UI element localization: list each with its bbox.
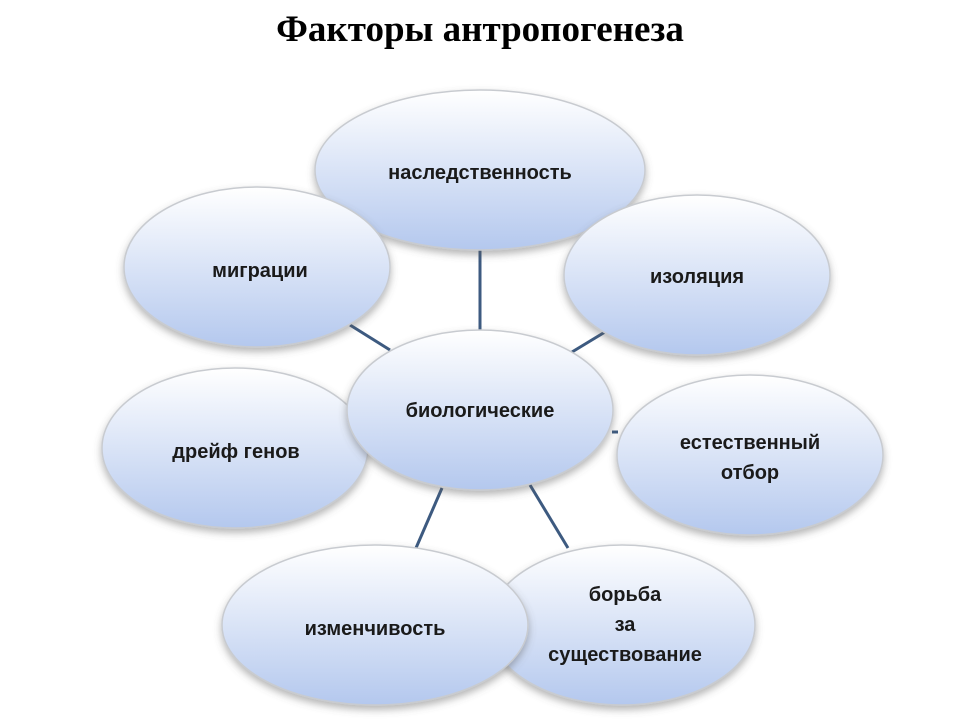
node-struggle-label-line-3: существование bbox=[548, 644, 702, 666]
node-isolation-ellipse bbox=[563, 194, 831, 356]
node-biological-center: биологические bbox=[346, 329, 614, 491]
node-natural-selection-label-line-1: естественный bbox=[680, 432, 820, 454]
node-gene-drift-label-line-1: дрейф генов bbox=[172, 441, 299, 463]
node-heredity-label-line-1: наследственность bbox=[388, 162, 572, 184]
slide-title: Факторы антропогенеза bbox=[276, 9, 684, 50]
node-struggle-label-line-1: борьба bbox=[589, 584, 662, 606]
node-migration-ellipse bbox=[123, 186, 391, 348]
connector-variability bbox=[414, 487, 444, 549]
node-struggle: борьба за существование bbox=[488, 544, 756, 706]
node-variability: изменчивость bbox=[221, 544, 529, 706]
node-natural-selection-ellipse bbox=[616, 374, 884, 536]
node-natural-selection-label-line-2: отбор bbox=[721, 462, 779, 484]
node-migration: миграции bbox=[123, 186, 391, 348]
node-variability-ellipse bbox=[221, 544, 529, 706]
node-isolation: изоляция bbox=[563, 194, 831, 356]
node-biological-center-ellipse bbox=[346, 329, 614, 491]
nodes: наследственность миграции изоляция дрейф ге… bbox=[101, 89, 884, 706]
node-isolation-label-line-1: изоляция bbox=[650, 266, 744, 288]
node-variability-label-line-1: изменчивость bbox=[305, 618, 446, 640]
node-heredity: наследственность bbox=[314, 89, 646, 251]
node-biological-center-label-line-1: биологические bbox=[406, 400, 555, 422]
node-migration-label-line-1: миграции bbox=[212, 260, 308, 282]
connectors bbox=[349, 250, 618, 549]
node-struggle-label-line-2: за bbox=[615, 614, 637, 636]
connector-isolation bbox=[571, 330, 606, 354]
node-natural-selection: естественный отбор bbox=[616, 374, 884, 536]
connector-struggle bbox=[528, 484, 570, 549]
connector-migration bbox=[349, 323, 391, 352]
node-heredity-ellipse bbox=[314, 89, 646, 251]
node-gene-drift: дрейф генов bbox=[101, 367, 369, 529]
